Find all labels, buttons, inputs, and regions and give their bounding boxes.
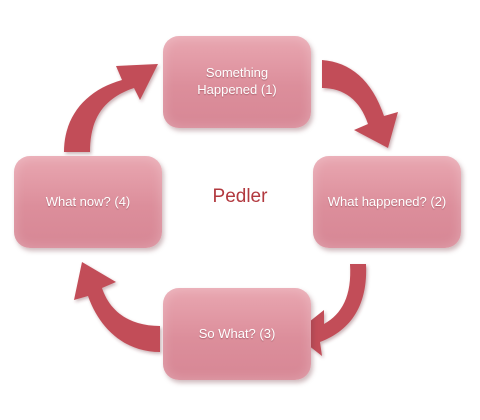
stage-label-1: Something Happened (1): [197, 65, 277, 97]
stage-label-2: What happened? (2): [327, 193, 447, 209]
stage-box-1: Something Happened (1): [163, 36, 311, 128]
stage-box-2: What happened? (2): [313, 156, 461, 248]
arrow-4-to-1: [64, 64, 158, 152]
stage-label-3: So What? (3): [198, 325, 276, 341]
stage-box-3: So What? (3): [163, 288, 311, 380]
stage-label-4: What now? (4): [45, 193, 131, 209]
arrow-2-to-3: [294, 264, 367, 356]
stage-box-4: What now? (4): [14, 156, 162, 248]
arrow-1-to-2: [322, 60, 398, 148]
arrow-3-to-4: [74, 262, 160, 352]
center-title: Pedler: [212, 186, 268, 207]
